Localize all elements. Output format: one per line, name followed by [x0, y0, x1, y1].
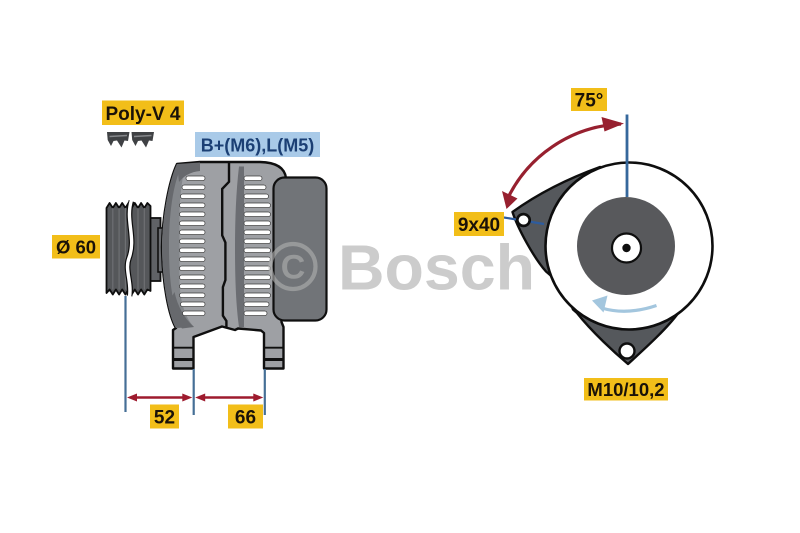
- svg-text:B+(M6),L(M5): B+(M6),L(M5): [201, 136, 315, 156]
- svg-text:9x40: 9x40: [458, 215, 500, 236]
- svg-text:Poly-V 4: Poly-V 4: [106, 104, 181, 125]
- svg-text:C: C: [281, 249, 306, 287]
- svg-text:52: 52: [154, 408, 175, 429]
- svg-text:Ø 60: Ø 60: [56, 237, 96, 258]
- svg-text:Bosch: Bosch: [338, 232, 535, 304]
- svg-text:66: 66: [235, 408, 256, 429]
- svg-text:75°: 75°: [575, 91, 604, 112]
- svg-text:M10/10,2: M10/10,2: [587, 379, 664, 400]
